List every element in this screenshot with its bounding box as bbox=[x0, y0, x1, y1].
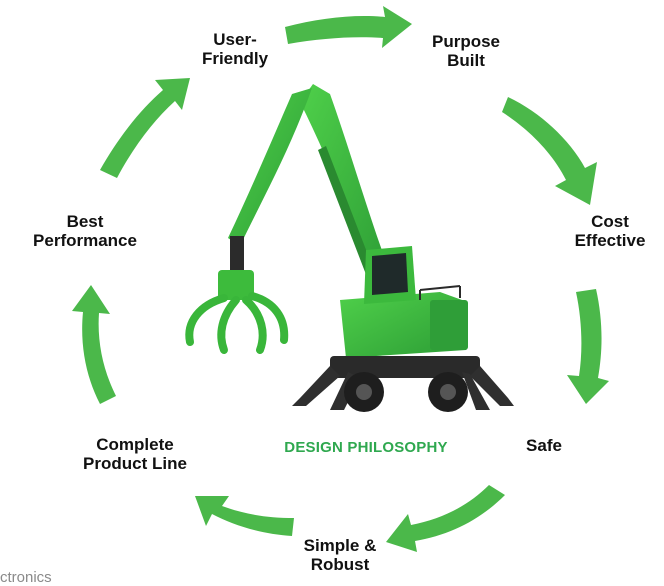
machine-wheels bbox=[344, 372, 468, 412]
stage-user-friendly: User- Friendly bbox=[201, 30, 269, 68]
grapple-tines bbox=[185, 292, 289, 354]
arrow-user-friendly-to-purpose-built bbox=[285, 6, 412, 48]
stage-safe: Safe bbox=[526, 436, 562, 455]
stage-best-performance: Best Performance bbox=[33, 212, 137, 250]
stage-purpose-built: Purpose Built bbox=[431, 32, 501, 70]
footer-fragment-text: ctronics bbox=[0, 569, 52, 586]
machine-railing bbox=[419, 285, 461, 300]
material-handler-excavator-illustration bbox=[185, 84, 514, 412]
arrow-cost-effective-to-safe bbox=[567, 289, 609, 404]
grapple-head bbox=[218, 270, 254, 300]
stage-simple-robust: Simple & Robust bbox=[303, 536, 377, 574]
arrow-purpose-built-to-cost-effective bbox=[502, 97, 597, 205]
stage-complete-product-line: Complete Product Line bbox=[83, 435, 187, 473]
stage-cost-effective: Cost Effective bbox=[574, 212, 646, 250]
grapple-hanger bbox=[230, 236, 244, 276]
arrow-complete-product-line-to-best-performance bbox=[72, 285, 116, 404]
machine-cylinder bbox=[318, 146, 380, 290]
arrow-safe-to-simple-robust bbox=[386, 485, 505, 552]
machine-outriggers bbox=[292, 366, 514, 410]
cycle-arrows bbox=[72, 6, 609, 552]
center-title: DESIGN PHILOSOPHY bbox=[284, 439, 448, 456]
machine-counterweight bbox=[430, 300, 468, 350]
machine-arm bbox=[228, 88, 312, 246]
arrow-simple-robust-to-complete-product-line bbox=[195, 496, 294, 536]
arrow-best-performance-to-user-friendly bbox=[100, 78, 190, 178]
machine-boom bbox=[300, 84, 392, 286]
cab-window bbox=[372, 253, 408, 295]
